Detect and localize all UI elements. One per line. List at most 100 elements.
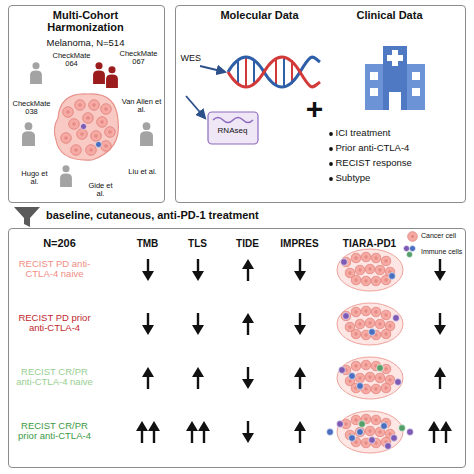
up-arrow [294, 367, 306, 389]
cancer-cell [69, 119, 80, 130]
down-arrow [192, 259, 204, 281]
patient-icon [93, 62, 105, 84]
data-panel: Molecular DataWESRNAseq+Clinical DataICI… [175, 5, 466, 203]
dna-rung [245, 57, 247, 87]
pointer-arrow [200, 66, 225, 72]
down-arrow [242, 421, 254, 443]
cancer-cell [105, 127, 116, 138]
down-arrow [142, 259, 154, 281]
window [412, 72, 420, 80]
window [412, 88, 420, 96]
window [370, 88, 378, 96]
cancer-cell [97, 117, 108, 128]
immune-cell [327, 429, 334, 436]
column-header: TIDE [223, 238, 273, 249]
immune-cell [357, 383, 364, 390]
immune-cell [407, 429, 414, 436]
results-panel: N=206TMBTLSTIDEIMPRESTIARA-PD1RECIST PD … [8, 228, 466, 468]
dna-rung [283, 57, 285, 87]
cohort-size: Melanoma, N=514 [26, 38, 146, 49]
plus-sign: + [298, 92, 332, 126]
cancer-cell [101, 104, 112, 115]
row-label: RECIST PD anti-CTLA-4 naive [14, 259, 96, 280]
immune-cell [349, 373, 356, 380]
immune-cell [377, 365, 384, 372]
cohort-label: CheckMate 067 [117, 50, 161, 67]
row-label: RECIST CR/PR prior anti-CTLA-4 [14, 421, 96, 442]
cancer-cell [61, 133, 72, 144]
tumor-image [337, 303, 403, 345]
down-arrow [242, 367, 254, 389]
immune-cell-sample [407, 252, 413, 258]
cancer-cell [83, 113, 94, 124]
immune-cell [391, 435, 398, 442]
cancer-cell [75, 100, 86, 111]
down-arrow [142, 313, 154, 335]
panel-heading: Clinical Data [335, 9, 445, 21]
immune-cell [341, 259, 348, 266]
cancer-cell [77, 129, 88, 140]
legend-text: Immune cells [421, 248, 467, 256]
immune-cell-sample [410, 246, 416, 252]
building [383, 46, 407, 110]
filter-funnel [14, 207, 40, 227]
down-arrow [434, 313, 446, 335]
immune-cell [395, 379, 402, 386]
column-header: TMB [123, 238, 173, 249]
cancer-cell [71, 145, 82, 156]
bullet-item: ICI treatment [336, 128, 461, 139]
rnaseq-icon [208, 112, 258, 144]
panel-heading: Multi-Cohort Harmonization [26, 9, 146, 34]
cancer-cell-sample [408, 232, 418, 242]
tumor-mass [54, 94, 118, 160]
cohort-label: Hugo et al. [18, 170, 52, 187]
cohort-label: Van Allen et al. [122, 98, 162, 115]
cancer-cell [63, 107, 74, 118]
up-arrow [198, 421, 210, 443]
immune-cell [393, 315, 400, 322]
column-header: TIARA-PD1 [330, 238, 410, 249]
patient-icon [60, 165, 72, 187]
sample-size: N=206 [30, 237, 90, 249]
pointer-arrow [186, 96, 205, 118]
bullet [329, 147, 333, 151]
immune-cell [399, 425, 406, 432]
legend-samples [404, 232, 418, 258]
molecular-illustration [186, 57, 320, 144]
cohort-label: CheckMate 038 [10, 100, 54, 117]
cohort-label: Gide et al. [84, 182, 118, 199]
column-header: IMPRES [272, 238, 328, 249]
up-arrow [148, 421, 160, 443]
patient-icon [30, 62, 42, 84]
immune-cell [81, 124, 87, 130]
bullet-item: RECIST response [336, 158, 461, 169]
up-arrow [136, 421, 148, 443]
down-arrow [294, 259, 306, 281]
immune-cell [369, 437, 376, 444]
tumor-images [327, 249, 414, 453]
tumor-image [337, 411, 403, 453]
door [389, 92, 401, 110]
immune-cell [369, 329, 376, 336]
row-label: RECIST PD prior anti-CTLA-4 [14, 313, 96, 334]
immune-cell-sample [404, 246, 410, 252]
up-arrow [428, 421, 440, 443]
up-arrow [192, 367, 204, 389]
immune-cell [357, 429, 364, 436]
cross [387, 55, 403, 61]
immune-cell [359, 421, 366, 428]
dna-rung [237, 60, 239, 84]
cohort-panel: Multi-Cohort HarmonizationMelanoma, N=51… [8, 5, 165, 203]
cancer-cell [91, 131, 102, 142]
patient-icon [22, 122, 35, 146]
cohort-label: Liu et al. [128, 168, 158, 176]
panel-heading: Molecular Data [205, 9, 315, 21]
immune-cell [343, 313, 350, 320]
bullet-item: Prior anti-CTLA-4 [336, 143, 461, 154]
trend-arrows [136, 259, 452, 443]
cohort-label: CheckMate 064 [50, 52, 94, 69]
bullet-item: Subtype [336, 173, 461, 184]
down-arrow [192, 313, 204, 335]
dna-strand [228, 57, 320, 87]
